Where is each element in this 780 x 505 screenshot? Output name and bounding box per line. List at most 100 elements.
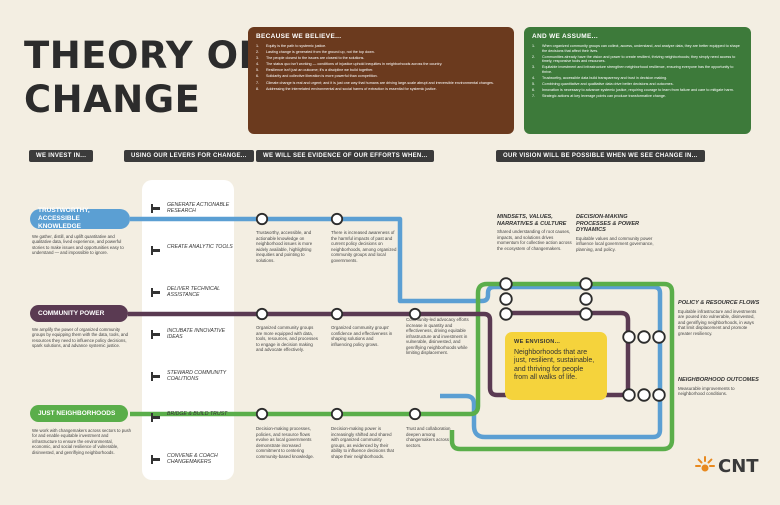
evidence-purple-3: Community-led advocacy efforts increase … [406,317,469,355]
belief-item: 8.Addressing the interrelated environmen… [256,86,437,91]
assumption-item: 2.Communities already have the vision an… [532,54,736,64]
envision-box: WE ENVISION... Neighborhoods that are ju… [505,332,607,400]
assumption-item: 3.Equitable investment and infrastructur… [532,65,734,74]
belief-item: 1.Equity is the path to systemic justice… [256,44,327,48]
vision-outcomes-desc: Measurable improvements to neighborhood … [678,385,735,397]
lever-icon [151,455,160,464]
lever-icon [151,246,160,255]
vision-decision-title: DECISION-MAKING PROCESSES & POWER DYNAMI… [576,214,640,233]
evidence-purple-1: Organized community groups are more equi… [256,325,318,352]
assumptions-heading: AND WE ASSUME... [532,33,598,40]
belief-item: 3.The people closest to the issues are c… [256,56,365,61]
assumption-item: 7.Strategic actions at key leverage poin… [532,94,667,99]
lever-trust-label: BRIDGE & BUILD TRUST [167,411,228,417]
assumptions-list: 1.When organized community groups can co… [532,44,743,99]
lever-coalitions-label: STEWARD COMMUNITY COALITIONS [167,370,227,383]
lever-icon [151,204,160,213]
cnt-logo: CNT [694,455,759,477]
stop-policy-2 [637,330,651,344]
stop-outcomes-2 [637,388,651,402]
vision-mindsets-desc: Shared understanding of root causes, imp… [497,229,572,251]
evidence-blue-2: There is increased awareness of the harm… [331,230,397,263]
assumption-item: 4.Trustworthy, accessible data build tra… [532,75,668,80]
invest-power-label: COMMUNITY POWER [38,309,105,317]
lever-convene: CONVENE & COACH CHANGEMAKERS [150,453,234,466]
beliefs-list: 1.Equity is the path to systemic justice… [256,44,506,91]
lever-research: GENERATE ACTIONABLE RESEARCH [150,202,234,215]
green-line [130,281,675,452]
stop-outcomes-3 [652,388,666,402]
belief-item: 7.Climate change is real and urgent; and… [256,80,494,85]
levers-panel [142,180,234,480]
belief-item: 4.The status quo isn't working — conditi… [256,62,443,67]
title-line-1: THEORY OF [24,34,265,77]
stop-purple-3 [408,307,422,321]
stop-blue-1 [255,212,269,226]
stop-purple-2 [330,307,344,321]
stop-mindsets-1 [499,277,513,291]
header-evidence: WE WILL SEE EVIDENCE OF OUR EFFORTS WHEN… [256,150,435,162]
lever-icon [151,413,160,422]
stop-blue-2 [330,212,344,226]
header-vision: OUR VISION WILL BE POSSIBLE WHEN WE SEE … [496,150,705,162]
vision-mindsets-title: MINDSETS, VALUES, NARRATIVES & CULTURE [497,214,567,227]
belief-item: 2.Lasting change is generated from the g… [256,50,375,55]
stop-mindsets-2 [499,292,513,306]
assumption-item: 6.Innovation is necessary to advance sys… [532,87,734,92]
vision-policy-desc: Equitable infrastructure and investments… [678,308,757,336]
invest-neighborhoods-desc: We work with changemakers across sectors… [32,428,132,455]
stop-policy-1 [622,330,636,344]
stop-green-2 [330,407,344,421]
header-levers: USING OUR LEVERS FOR CHANGE... [124,150,254,162]
assumption-item: 1.When organized community groups can co… [532,44,740,53]
stop-decision-3 [579,307,593,321]
lever-incubate: INCUBATE INNOVATIVE IDEAS [150,328,234,341]
vision-policy: POLICY & RESOURCE FLOWS Equitable infras… [678,300,760,336]
lever-icon [151,372,160,381]
lever-incubate-label: INCUBATE INNOVATIVE IDEAS [167,328,226,341]
lever-research-label: GENERATE ACTIONABLE RESEARCH [167,202,230,215]
envision-text: Neighborhoods that are just, resilient, … [514,349,595,382]
lever-tools-label: CREATE ANALYTIC TOOLS [167,244,233,250]
stop-decision-2 [579,292,593,306]
stop-green-3 [408,407,422,421]
invest-power-desc: We amplify the power of organized commun… [32,327,129,349]
lever-tools: CREATE ANALYTIC TOOLS [150,244,234,256]
sunburst-icon [695,456,715,472]
vision-policy-title: POLICY & RESOURCE FLOWS [678,300,760,306]
evidence-blue-1: Trustworthy, accessible, and actionable … [256,230,313,263]
vision-decision: DECISION-MAKING PROCESSES & POWER DYNAMI… [576,214,656,252]
evidence-green-2: Decision-making power is increasingly sh… [331,426,394,459]
header-invest: WE INVEST IN... [29,150,94,162]
page-title: THEORY OF CHANGE [24,34,264,122]
lever-coalitions: STEWARD COMMUNITY COALITIONS [150,370,234,383]
stop-outcomes-1 [622,388,636,402]
invest-knowledge-pill: TRUSTWORTHY, ACCESSIBLE KNOWLEDGE [30,207,130,230]
invest-power-pill: COMMUNITY POWER [30,305,128,322]
stop-mindsets-3 [499,307,513,321]
vision-outcomes: NEIGHBORHOOD OUTCOMES Measurable improve… [678,377,760,397]
belief-item: 5.Resilience isn't just an outcome; it's… [256,68,374,73]
vision-decision-desc: Equitable values and community power inf… [576,235,654,252]
stop-decision-1 [579,277,593,291]
lever-icon [151,330,160,339]
evidence-purple-2: Organized community groups' confidence a… [331,325,393,347]
evidence-green-1: Decision-making processes, policies, and… [256,426,315,459]
beliefs-heading: BECAUSE WE BELIEVE... [256,33,342,40]
belief-item: 6.Solidarity and collective liberation i… [256,74,378,79]
evidence-green-3: Trust and collaboration deepen among cha… [406,426,451,448]
lever-trust: BRIDGE & BUILD TRUST [150,411,234,423]
invest-knowledge-label: TRUSTWORTHY, ACCESSIBLE KNOWLEDGE [38,207,90,230]
lever-icon [151,288,160,297]
title-line-2: CHANGE [24,78,201,121]
stop-purple-1 [255,307,269,321]
invest-neighborhoods-pill: JUST NEIGHBORHOODS [30,405,128,422]
assumptions-box: AND WE ASSUME... 1.When organized commun… [524,27,751,134]
envision-title: WE ENVISION... [514,339,561,345]
vision-outcomes-title: NEIGHBORHOOD OUTCOMES [678,377,759,383]
stop-policy-3 [652,330,666,344]
beliefs-box: BECAUSE WE BELIEVE... 1.Equity is the pa… [248,27,514,134]
vision-mindsets: MINDSETS, VALUES, NARRATIVES & CULTURE S… [497,214,573,251]
stop-green-1 [255,407,269,421]
lever-assistance: DELIVER TECHNICAL ASSISTANCE [150,286,234,299]
